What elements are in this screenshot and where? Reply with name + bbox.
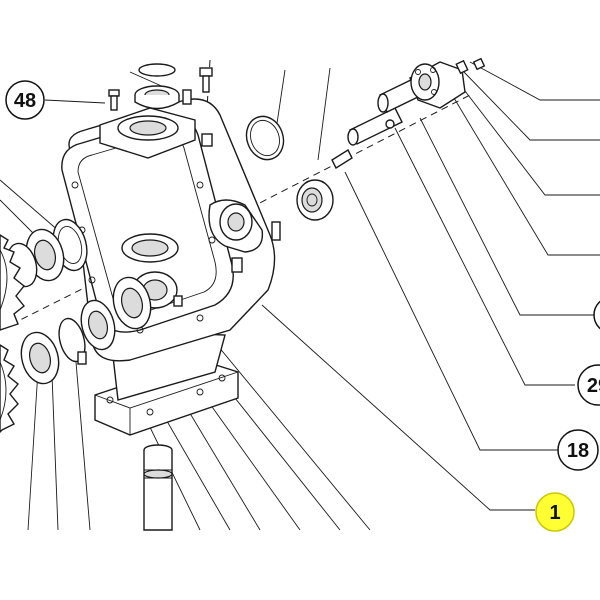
gearbox-housing <box>61 98 281 436</box>
callout-48: 48 <box>5 80 45 120</box>
callout-cropped <box>593 300 600 330</box>
callout-29: 29 <box>577 364 600 406</box>
svg-text:29: 29 <box>587 375 600 397</box>
input-shaft-assembly <box>347 57 486 146</box>
svg-text:48: 48 <box>14 90 36 112</box>
output-shaft <box>143 444 173 531</box>
bearings-left <box>6 218 183 385</box>
svg-text:1: 1 <box>549 502 560 524</box>
gears <box>0 234 25 433</box>
callout-18: 18 <box>557 429 599 471</box>
top-seal-parts <box>108 63 213 111</box>
svg-text:18: 18 <box>567 440 589 462</box>
callout-1: 1 <box>535 492 575 532</box>
right-seals <box>245 115 353 221</box>
